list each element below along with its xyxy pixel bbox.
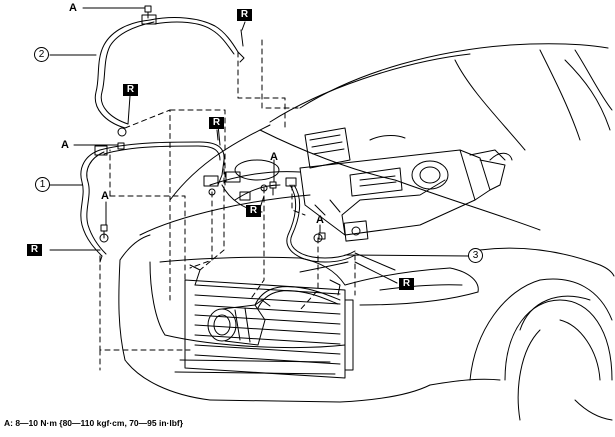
torque-label-a-left: A (61, 139, 69, 151)
torque-label-a-center: A (270, 151, 278, 163)
vehicle-body-outline (118, 43, 615, 421)
hvac-unit (299, 127, 513, 242)
part-number-3: 3 (468, 248, 483, 263)
hose-3 (285, 177, 396, 271)
part-number-1: 1 (35, 177, 50, 192)
torque-label-a-lower: A (101, 190, 109, 202)
replace-marker-r-2: R (123, 84, 138, 96)
torque-bolts (100, 5, 326, 240)
condenser-pipes (221, 184, 349, 309)
leader-lines (49, 7, 470, 284)
replace-marker-r-4: R (246, 205, 261, 217)
compressor (207, 299, 271, 346)
part-number-2: 2 (34, 47, 49, 62)
replace-marker-r-6: R (399, 278, 414, 290)
torque-label-a-top: A (69, 2, 77, 14)
torque-label-a-right: A (316, 214, 324, 226)
torque-specification-footnote: A: 8—10 N·m {80—110 kgf·cm, 70—95 in·lbf… (4, 418, 184, 428)
alignment-lines (99, 39, 356, 371)
hose-2 (94, 14, 245, 129)
replace-marker-r-1: R (237, 9, 252, 21)
replace-marker-r-3: R (209, 117, 224, 129)
replace-marker-r-5: R (27, 244, 42, 256)
